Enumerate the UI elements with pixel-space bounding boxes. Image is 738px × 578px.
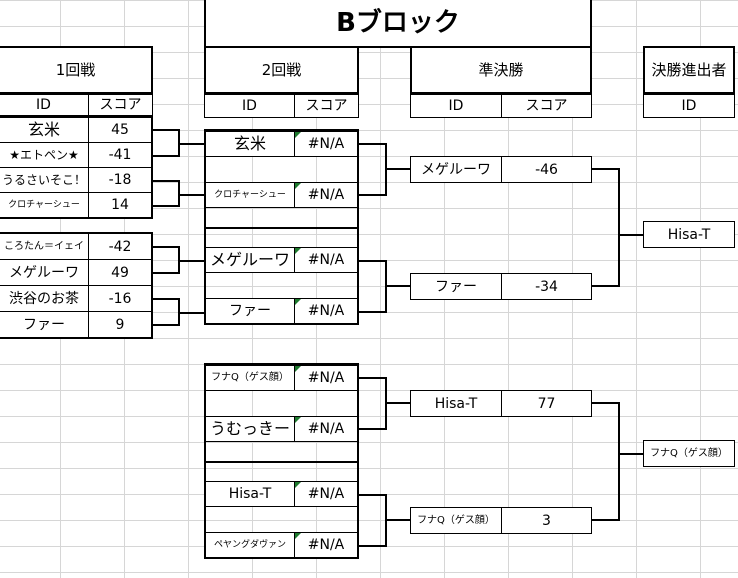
bracket-line — [618, 402, 620, 521]
round2-player-score[interactable]: #N/A — [294, 298, 358, 324]
semifinal-player-name[interactable]: フナQ（ゲス顔） — [410, 507, 502, 534]
round2-player-name[interactable]: ペヤングダヴァン — [205, 532, 295, 558]
bracket-line — [359, 194, 385, 196]
error-indicator-icon — [295, 482, 301, 488]
round2-player-name[interactable]: フナQ（ゲス顔） — [205, 365, 295, 391]
bracket-line — [359, 545, 385, 547]
round2-player-score[interactable]: #N/A — [294, 365, 358, 391]
block-title[interactable]: Bブロック — [204, 0, 592, 48]
semifinal-player-name[interactable]: メゲルーワ — [410, 156, 502, 183]
bracket-line — [359, 377, 385, 379]
semifinal-player-score[interactable]: -46 — [501, 156, 592, 183]
error-indicator-icon — [295, 533, 301, 539]
divider-line — [206, 227, 357, 229]
bracket-line — [359, 494, 385, 496]
bracket-line — [178, 312, 205, 314]
bracket-line — [385, 285, 411, 287]
bracket-line — [178, 143, 205, 145]
bracket-line — [618, 168, 620, 287]
round2-group-a — [204, 129, 359, 325]
bracket-line — [359, 260, 385, 262]
error-indicator-icon — [295, 132, 301, 138]
round1-player-name[interactable]: 玄米 — [0, 117, 89, 143]
round1-player-name[interactable]: メゲルーワ — [0, 259, 89, 286]
round2-player-score[interactable]: #N/A — [294, 247, 358, 273]
bracket-line — [385, 402, 411, 404]
error-indicator-icon — [295, 417, 301, 423]
bracket-line — [153, 129, 178, 131]
semifinal-score-header[interactable]: スコア — [501, 94, 592, 118]
bracket-line — [178, 260, 205, 262]
bracket-line — [153, 205, 178, 207]
round1-player-score[interactable]: -18 — [88, 167, 152, 193]
bracket-line — [592, 168, 618, 170]
round1-id-header[interactable]: ID — [0, 94, 89, 116]
round1-player-score[interactable]: -41 — [88, 142, 152, 168]
round2-player-score[interactable]: #N/A — [294, 182, 358, 208]
bracket-line — [618, 453, 644, 455]
round1-player-score[interactable]: -42 — [88, 233, 152, 260]
round1-player-name[interactable]: ★エトペン★ — [0, 142, 89, 168]
semifinal-player-score[interactable]: 77 — [501, 390, 592, 417]
round1-player-name[interactable]: クロチャーシュー — [0, 192, 89, 218]
round1-score-header[interactable]: スコア — [88, 94, 153, 116]
round1-player-score[interactable]: 45 — [88, 117, 152, 143]
round1-player-score[interactable]: -16 — [88, 285, 152, 312]
round2-player-name[interactable]: 玄米 — [205, 131, 295, 157]
semifinal-header[interactable]: 準決勝 — [410, 46, 592, 94]
round2-player-score[interactable]: #N/A — [294, 131, 358, 157]
round1-player-name[interactable]: 渋谷のお茶 — [0, 285, 89, 312]
round2-header[interactable]: 2回戦 — [204, 46, 359, 94]
round2-player-name[interactable]: ファー — [205, 298, 295, 324]
round2-group-b — [204, 363, 359, 559]
bracket-line — [385, 168, 411, 170]
round2-player-score[interactable]: #N/A — [294, 532, 358, 558]
error-indicator-icon — [295, 248, 301, 254]
semifinal-player-name[interactable]: Hisa-T — [410, 390, 502, 417]
bracket-line — [153, 324, 178, 326]
round1-player-score[interactable]: 14 — [88, 192, 152, 218]
round2-player-score[interactable]: #N/A — [294, 416, 358, 442]
round2-player-score[interactable]: #N/A — [294, 481, 358, 507]
bracket-line — [153, 272, 178, 274]
round1-player-name[interactable]: ころたん＝イェイ — [0, 233, 89, 260]
bracket-line — [153, 298, 178, 300]
finalists-id-header[interactable]: ID — [643, 94, 735, 118]
bracket-line — [178, 194, 205, 196]
round1-player-name[interactable]: うるさいそこ！ — [0, 167, 89, 193]
bracket-line — [385, 519, 411, 521]
bracket-line — [618, 234, 644, 236]
round2-player-name[interactable]: Hisa-T — [205, 481, 295, 507]
round2-player-name[interactable]: メゲルーワ — [205, 247, 295, 273]
round2-player-name[interactable]: うむっきー — [205, 416, 295, 442]
bracket-line — [592, 285, 618, 287]
bracket-line — [153, 155, 178, 157]
round1-player-score[interactable]: 49 — [88, 259, 152, 286]
bracket-line — [359, 428, 385, 430]
bracket-line — [592, 402, 618, 404]
bracket-line — [153, 180, 178, 182]
error-indicator-icon — [295, 183, 301, 189]
finalist-name[interactable]: フナQ（ゲス顔） — [643, 440, 735, 467]
bracket-line — [592, 519, 618, 521]
round2-player-name[interactable]: クロチャーシュー — [205, 182, 295, 208]
error-indicator-icon — [295, 299, 301, 305]
finalists-header[interactable]: 決勝進出者 — [643, 46, 735, 94]
bracket-line — [359, 143, 385, 145]
round1-header[interactable]: 1回戦 — [0, 46, 153, 94]
bracket-line — [178, 180, 180, 207]
divider-line — [206, 461, 357, 463]
bracket-line — [359, 311, 385, 313]
semifinal-player-name[interactable]: ファー — [410, 273, 502, 300]
finalist-name[interactable]: Hisa-T — [643, 221, 735, 248]
semifinal-player-score[interactable]: 3 — [501, 507, 592, 534]
semifinal-player-score[interactable]: -34 — [501, 273, 592, 300]
round1-player-score[interactable]: 9 — [88, 311, 152, 338]
round1-player-name[interactable]: ファー — [0, 311, 89, 338]
round2-id-header[interactable]: ID — [204, 94, 295, 118]
semifinal-id-header[interactable]: ID — [410, 94, 502, 118]
error-indicator-icon — [295, 366, 301, 372]
round2-score-header[interactable]: スコア — [294, 94, 359, 118]
bracket-line — [153, 246, 178, 248]
